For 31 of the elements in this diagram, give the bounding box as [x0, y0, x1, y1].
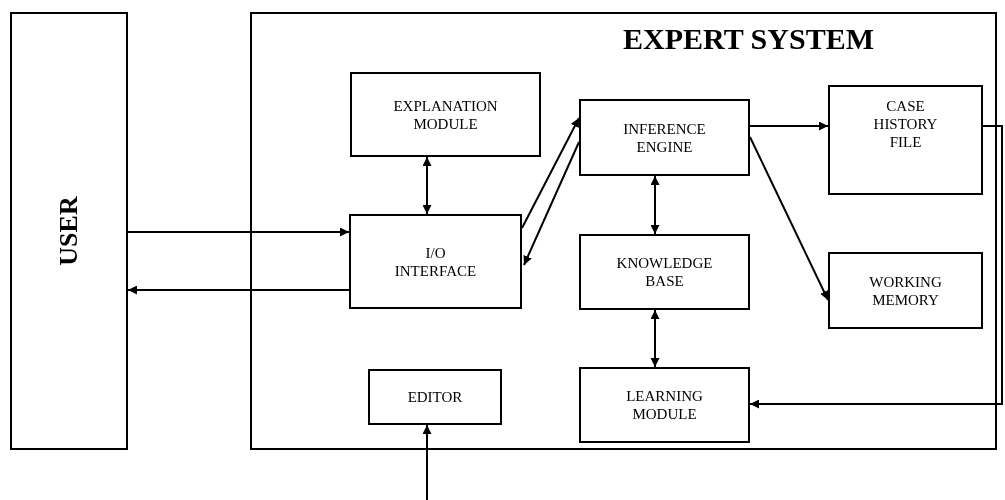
arrow	[749, 136, 829, 301]
module-box	[368, 369, 502, 425]
arrow	[650, 175, 660, 235]
system-title: EXPERT SYSTEM	[622, 22, 875, 56]
module-label: WORKING MEMORY	[868, 272, 943, 309]
module-box	[579, 99, 750, 176]
module-box	[579, 234, 750, 310]
module-box	[350, 72, 541, 157]
user-box	[10, 12, 128, 450]
module-label: KNOWLEDGE BASE	[615, 254, 714, 290]
module-label: EDITOR	[406, 388, 464, 406]
module-label: CASE HISTORY FILE	[872, 97, 939, 151]
module-box	[579, 367, 750, 443]
arrow	[422, 156, 432, 215]
module-label: I/O INTERFACE	[393, 243, 478, 280]
system-container	[250, 12, 997, 450]
module-label: EXPLANATION MODULE	[392, 96, 499, 133]
arrow	[749, 121, 829, 131]
arrow	[749, 125, 1003, 409]
arrow	[523, 141, 580, 266]
arrow	[127, 227, 350, 237]
arrow	[422, 424, 432, 500]
user-label: USER	[55, 196, 83, 266]
arrow	[650, 309, 660, 368]
module-label: INFERENCE ENGINE	[622, 119, 707, 156]
module-label: LEARNING MODULE	[625, 387, 704, 423]
arrow	[127, 285, 350, 295]
module-box	[828, 85, 983, 195]
module-box	[828, 252, 983, 329]
arrow	[521, 117, 580, 229]
module-box	[349, 214, 522, 309]
